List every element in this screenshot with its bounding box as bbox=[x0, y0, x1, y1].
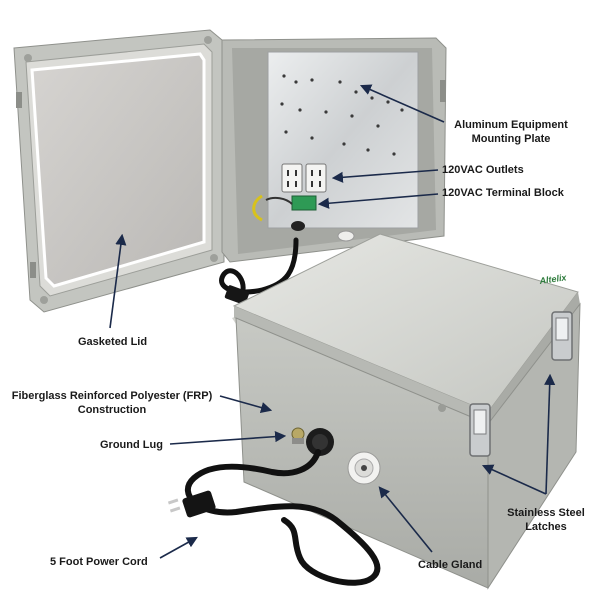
label-terminal-block: 120VAC Terminal Block bbox=[442, 187, 564, 199]
label-cable-gland: Cable Gland bbox=[418, 559, 483, 571]
label-mounting-plate-line2: Mounting Plate bbox=[471, 133, 551, 145]
power-plug-icon bbox=[167, 490, 216, 518]
callout-arrows bbox=[109, 84, 556, 559]
outlet-icon bbox=[281, 163, 327, 193]
label-power-cord: 5 Foot Power Cord bbox=[50, 556, 148, 568]
closed-enclosure: Altelix bbox=[232, 233, 581, 590]
open-lid bbox=[13, 29, 225, 313]
label-gasketed-lid: Gasketed Lid bbox=[78, 336, 148, 348]
label-frp-line1: Fiberglass Reinforced Polyester (FRP) bbox=[11, 390, 213, 402]
open-enclosure bbox=[221, 37, 447, 263]
label-frp: Fiberglass Reinforced Polyester (FRP) Co… bbox=[8, 389, 216, 417]
brand-logo: Altelix bbox=[538, 272, 568, 286]
power-cord-front bbox=[185, 449, 381, 586]
label-latches: Stainless Steel Latches bbox=[496, 506, 596, 534]
label-frp-line2: Construction bbox=[77, 404, 147, 416]
ground-lug-icon bbox=[291, 427, 305, 444]
label-mounting-plate: Aluminum Equipment Mounting Plate bbox=[446, 118, 576, 146]
label-mounting-plate-line1: Aluminum Equipment bbox=[454, 119, 568, 131]
terminal-block-icon bbox=[291, 195, 317, 211]
latch-icon bbox=[469, 311, 573, 457]
label-outlets: 120VAC Outlets bbox=[442, 164, 524, 176]
cable-gland-icon bbox=[347, 451, 381, 485]
label-latches-line2: Latches bbox=[525, 521, 567, 533]
label-ground-lug: Ground Lug bbox=[100, 439, 163, 451]
cord-grip-icon bbox=[306, 428, 334, 456]
label-latches-line1: Stainless Steel bbox=[507, 507, 585, 519]
